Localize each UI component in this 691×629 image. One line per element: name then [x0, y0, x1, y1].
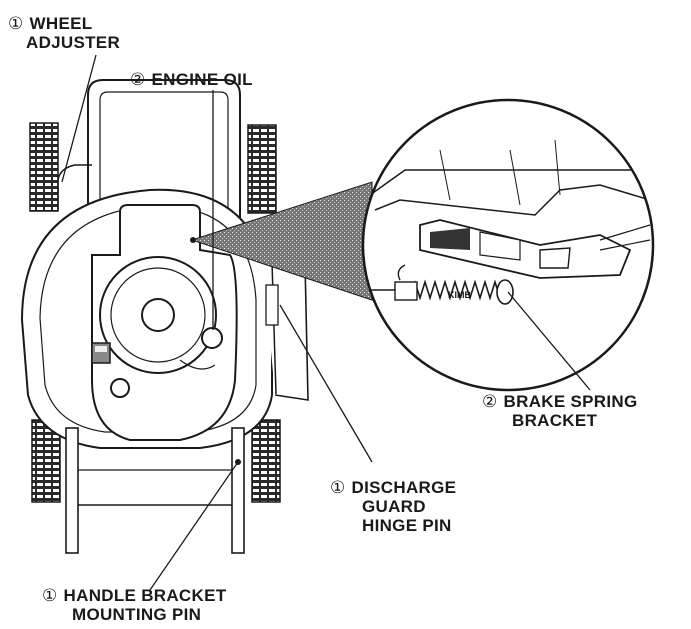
leader-discharge-guard: [279, 304, 373, 463]
discharge-hinge: [265, 284, 279, 326]
left-deck-side: [57, 164, 92, 210]
leader-brake-spring: [507, 291, 591, 391]
leader-wheel-adjuster: [61, 54, 97, 183]
fuel-cap: [110, 378, 130, 398]
leader-handle-bracket: [149, 461, 239, 591]
handle-bracket-left: [65, 427, 79, 554]
rear-right-wheel: [247, 124, 277, 214]
rear-handle-frame: [87, 79, 241, 228]
engine-center: [141, 298, 175, 332]
detail-decal-text: KIMB: [448, 290, 471, 300]
front-right-wheel: [251, 419, 281, 503]
handle-bracket-right: [231, 427, 245, 554]
rear-left-wheel: [29, 122, 59, 212]
oil-fill-cap: [201, 327, 223, 349]
